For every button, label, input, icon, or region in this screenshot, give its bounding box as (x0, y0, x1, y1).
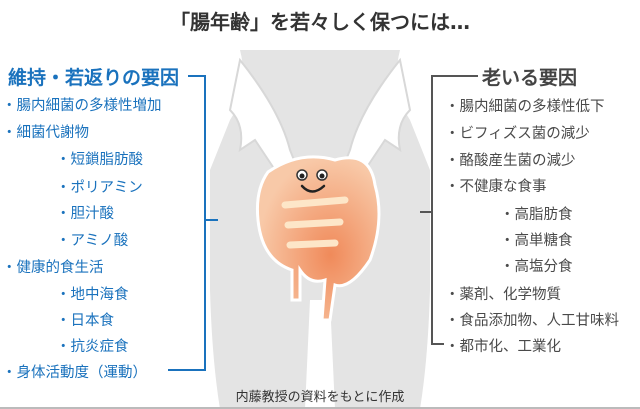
right-heading: 老いる要因 (482, 67, 578, 89)
left-item: ・腸内細菌の多様性増加 (2, 98, 162, 114)
right-item: ・酪酸産生菌の減少 (445, 153, 576, 169)
page-title: 「腸年齢」を若々しく保つには… (170, 10, 470, 34)
right-item: ・不健康な食事 (445, 179, 547, 195)
right-item: ・腸内細菌の多様性低下 (445, 99, 605, 115)
right-item: ・高塩分食 (500, 259, 573, 275)
left-item: ・アミノ酸 (56, 233, 129, 249)
left-bracket (168, 75, 218, 371)
left-item: ・細菌代謝物 (2, 125, 89, 141)
left-item: ・胆汁酸 (56, 206, 114, 222)
smile (300, 184, 326, 193)
right-item: ・ビフィズス菌の減少 (445, 126, 590, 142)
left-item: ・地中海食 (56, 287, 129, 303)
right-item: ・高単糖食 (500, 233, 573, 249)
source-credit: 内藤教授の資料をもとに作成 (235, 390, 405, 405)
left-item: ・日本食 (56, 313, 114, 329)
right-item: ・食品添加物、人工甘味料 (445, 313, 619, 329)
right-bracket (420, 75, 478, 345)
left-item: ・ポリアミン (56, 180, 143, 196)
right-item: ・薬剤、化学物質 (445, 287, 561, 303)
left-item: ・短鎖脂肪酸 (56, 152, 143, 168)
left-item: ・抗炎症食 (56, 339, 129, 355)
right-item: ・高脂肪食 (500, 207, 573, 223)
intestine (256, 155, 381, 322)
bottom-divider (0, 407, 640, 409)
right-item: ・都市化、工業化 (445, 339, 561, 355)
left-heading: 維持・若返りの要因 (8, 67, 180, 89)
left-item: ・健康的食生活 (2, 260, 104, 276)
left-item: ・身体活動度（運動） (2, 365, 147, 381)
